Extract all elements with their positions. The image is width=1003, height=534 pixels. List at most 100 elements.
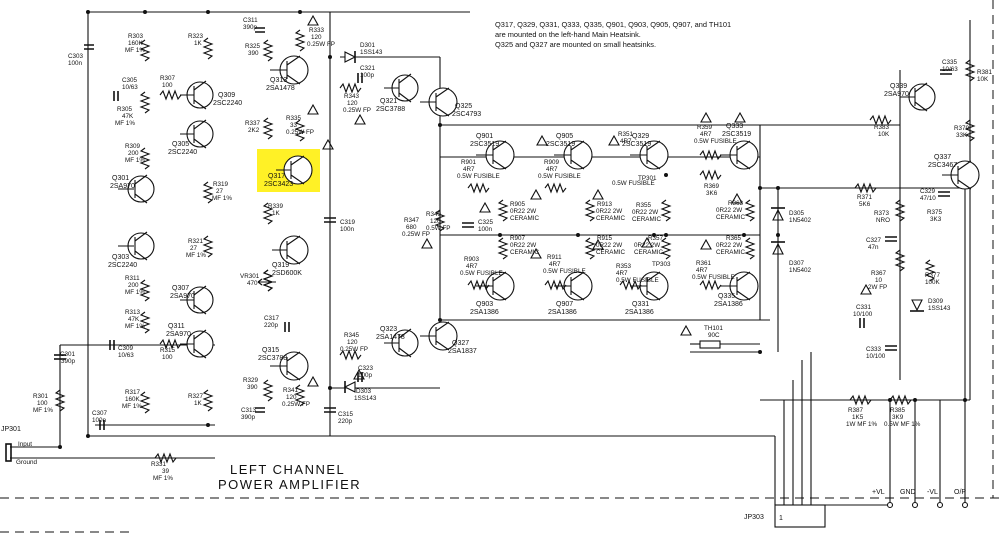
r331-val: 39 (162, 468, 170, 475)
q313-part: 2SA1478 (266, 85, 295, 92)
r349-val: 120 (430, 218, 441, 225)
c335-ref: C335 (942, 59, 958, 66)
c325-ref: C325 (478, 219, 494, 226)
r307-val: 100 (162, 82, 173, 89)
q333-part: 2SC3519 (722, 131, 751, 138)
c311-val: 390p (243, 24, 258, 31)
r351-note: 0.5W FUSIBLE (612, 180, 655, 187)
tp301-ref: TP301 (638, 175, 657, 182)
q307-part: 2SA970 (170, 293, 195, 300)
r321-val: 27 (190, 245, 198, 252)
r343-ref: R343 (344, 93, 360, 100)
r367-note: 2W FP (868, 284, 887, 291)
q903-ref: Q903 (476, 301, 493, 308)
r311-ref: R311 (125, 275, 140, 282)
r341-note: 0.25W FP (282, 401, 310, 408)
r909-note: 0.5W FUSIBLE (538, 173, 581, 180)
q335-part: 2SA1386 (714, 301, 743, 308)
r333-val: 120 (311, 34, 322, 41)
output-op: O/P (954, 489, 966, 496)
r361-ref: R361 (696, 260, 712, 267)
r375-val: 3K3 (930, 216, 942, 223)
q905-ref: Q905 (556, 133, 573, 140)
r359-ref: R359 (697, 124, 713, 131)
q327-ref: Q327 (452, 340, 469, 347)
c331-ref: C331 (856, 304, 872, 311)
tp303-ref: TP303 (652, 261, 671, 268)
c307-ref: C307 (92, 410, 108, 417)
r361-val: 4R7 (696, 267, 708, 274)
r901-ref: R901 (461, 159, 477, 166)
r913-val: 0R22 2W (596, 208, 622, 215)
r317-ref: R317 (125, 389, 141, 396)
diode-labels: D301 1SS143 D303 1SS143 D305 1N5402 D307… (354, 42, 951, 402)
q339-ref: Q339 (890, 83, 907, 90)
r387-ref: R387 (848, 407, 864, 414)
r305-val: 47K (122, 113, 134, 120)
r311-note: MF 1% (125, 289, 145, 296)
q905-part: 2SC3519 (546, 141, 575, 148)
r323-ref: R323 (188, 33, 204, 40)
r355-ref: R355 (636, 202, 652, 209)
r347-val: 680 (406, 224, 417, 231)
r335-val: 33 (290, 122, 298, 129)
q309-part: 2SC2240 (213, 100, 242, 107)
jp303-pin1: 1 (779, 515, 783, 522)
r339-ref: R339 (268, 203, 284, 210)
c335-val: 10/63 (942, 66, 958, 73)
q319-ref: Q319 (272, 262, 289, 269)
r319-val: 27 (216, 188, 224, 195)
q331-ref: Q331 (632, 301, 649, 308)
r381-val: 10K (977, 76, 989, 83)
r343-note: 0.25W FP (343, 107, 371, 114)
r377-val: 100K (925, 279, 941, 286)
r337-val: 2K2 (248, 127, 260, 134)
r365-note: CERAMIC (716, 249, 745, 256)
r305-note: MF 1% (115, 120, 135, 127)
r315-ref: R315 (160, 347, 176, 354)
r357-val: 0R22 2W (634, 242, 660, 249)
jp303-label: JP303 (744, 514, 764, 521)
q333-ref: Q333 (726, 123, 743, 130)
q321-ref: Q321 (380, 98, 397, 105)
r901-val: 4R7 (463, 166, 475, 173)
r351-val: 4R7 (620, 138, 632, 145)
c327-ref: C327 (866, 237, 882, 244)
q319-part: 2SD600K (272, 270, 302, 277)
transistor-labels: Q301 2SA970 Q303 2SC2240 Q305 2SC2240 Q3… (108, 77, 957, 362)
c311-ref: C311 (243, 17, 258, 24)
r345-val: 120 (347, 339, 358, 346)
r329-ref: R329 (243, 377, 259, 384)
c313-val: 390p (241, 414, 256, 421)
q329-part: 2SC3519 (622, 141, 651, 148)
r357-ref: R357 (648, 235, 664, 242)
r367-val: 10 (875, 277, 883, 284)
r303-note: MF 1% (125, 47, 145, 54)
r335-note: 0.25W FP (286, 129, 314, 136)
r313-val: 47K (128, 316, 140, 323)
r309-val: 200 (128, 150, 139, 157)
r361-note: 0.5W FUSIBLE (692, 274, 735, 281)
r357-note: CERAMIC (634, 249, 663, 256)
jp303-connector (774, 352, 969, 528)
d301-part: 1SS143 (360, 49, 383, 56)
r385-ref: R385 (890, 407, 906, 414)
d305-part: 1N5402 (789, 217, 812, 224)
title-line-2: POWER AMPLIFIER (218, 477, 361, 492)
capacitor-symbols (84, 27, 952, 430)
r911-val: 4R7 (549, 261, 561, 268)
r353-note: 0.5W FUSIBLE (616, 277, 659, 284)
thermistor-th101 (690, 340, 760, 349)
c329-ref: C329 (920, 188, 936, 195)
q337-part: 2SC3467 (928, 162, 957, 169)
r363-ref: R363 (728, 200, 744, 207)
th101-ref: TH101 (704, 325, 723, 332)
resistor-labels: R301 100 MF 1% R303 160K MF 1% R305 47K … (33, 27, 993, 482)
r359-note: 0.5W FUSIBLE (694, 138, 737, 145)
r371-ref: R371 (857, 194, 873, 201)
jp301-input-label: Input (18, 441, 32, 448)
c319-ref: C319 (340, 219, 356, 226)
note-line-2: are mounted on the left-hand Main Heatsi… (495, 30, 641, 39)
